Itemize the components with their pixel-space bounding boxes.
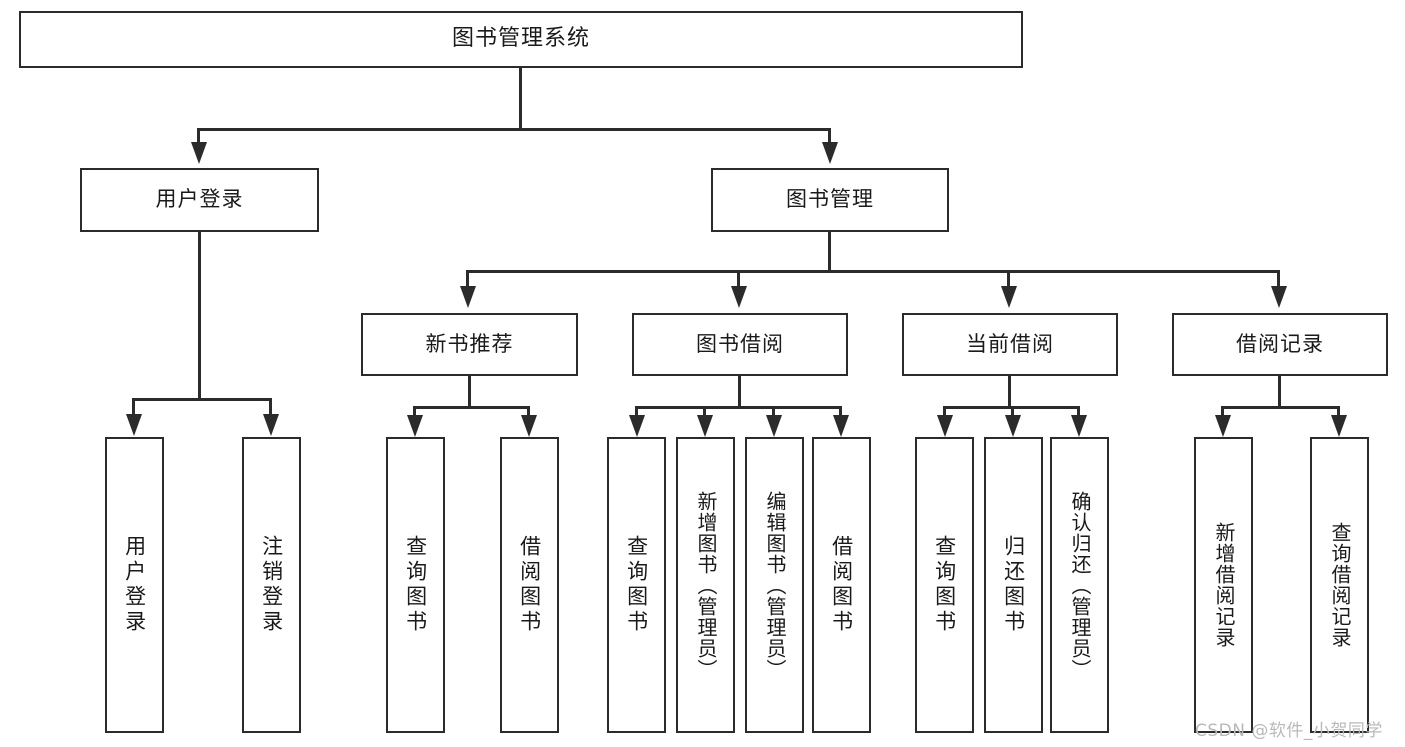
arrow-to-leaf-confirm-return — [1071, 415, 1087, 437]
arrow-to-user-login — [191, 142, 207, 164]
arrow-to-leaf-borrow-book-1 — [521, 415, 537, 437]
connector-root-bus — [197, 128, 830, 131]
arrow-to-leaf-user-login — [126, 414, 142, 436]
connector-borrow-record-stem — [1278, 376, 1281, 408]
arrow-to-book-borrow — [731, 286, 747, 308]
connector-level3-drop-2 — [737, 270, 740, 288]
node-label: 归还图书 — [1001, 535, 1026, 635]
leaf-user-login[interactable]: 用户登录 — [105, 437, 164, 733]
node-label: 编辑图书（管理员） — [763, 490, 787, 680]
node-book-management[interactable]: 图书管理 — [711, 168, 949, 232]
csdn-watermark: CSDN @软件_小贺同学 — [1195, 721, 1383, 741]
node-label: 查询借阅记录 — [1328, 522, 1352, 648]
leaf-edit-book-admin[interactable]: 编辑图书（管理员） — [745, 437, 804, 733]
node-label: 借阅记录 — [1236, 331, 1324, 356]
node-label: 新书推荐 — [425, 331, 514, 356]
connector-borrow-record-bus — [1221, 406, 1340, 409]
arrow-to-leaf-logout — [263, 414, 279, 436]
leaf-query-book-new[interactable]: 查询图书 — [386, 437, 445, 733]
leaf-return-book[interactable]: 归还图书 — [984, 437, 1043, 733]
connector-current-borrow-stem — [1008, 376, 1011, 408]
arrow-to-leaf-borrow-book-2 — [833, 415, 849, 437]
node-label: 确认归还（管理员） — [1068, 490, 1092, 680]
connector-borrow-record-drop-1 — [1221, 406, 1224, 418]
arrow-to-leaf-query-book-1 — [407, 415, 423, 437]
leaf-borrow-book-borrow[interactable]: 借阅图书 — [812, 437, 871, 733]
leaf-add-book-admin[interactable]: 新增图书（管理员） — [676, 437, 735, 733]
connector-user-login-stem — [198, 232, 201, 400]
node-label: 查询图书 — [932, 535, 957, 635]
connector-book-borrow-bus — [635, 406, 842, 409]
arrow-to-current-borrow — [1001, 286, 1017, 308]
node-root-library-system[interactable]: 图书管理系统 — [19, 11, 1023, 68]
leaf-query-book-current[interactable]: 查询图书 — [915, 437, 974, 733]
connector-new-book-drop-2 — [527, 406, 530, 418]
connector-book-borrow-drop-1 — [635, 406, 638, 418]
connector-book-borrow-drop-4 — [839, 406, 842, 418]
connector-root-stem — [519, 68, 522, 130]
node-new-book-recommend[interactable]: 新书推荐 — [361, 313, 578, 376]
connector-new-book-bus — [413, 406, 530, 409]
connector-new-book-stem — [468, 376, 471, 408]
node-label: 图书管理 — [786, 187, 874, 212]
connector-user-login-bus — [132, 398, 271, 401]
node-label: 图书管理系统 — [451, 26, 590, 52]
leaf-add-borrow-record[interactable]: 新增借阅记录 — [1194, 437, 1253, 733]
node-current-borrow[interactable]: 当前借阅 — [902, 313, 1118, 376]
leaf-logout[interactable]: 注销登录 — [242, 437, 301, 733]
leaf-borrow-book-new[interactable]: 借阅图书 — [500, 437, 559, 733]
arrow-to-leaf-edit-book — [766, 415, 782, 437]
connector-current-borrow-drop-1 — [943, 406, 946, 418]
connector-level3-drop-3 — [1007, 270, 1010, 288]
leaf-confirm-return-admin[interactable]: 确认归还（管理员） — [1050, 437, 1109, 733]
connector-book-borrow-drop-3 — [772, 406, 775, 418]
arrow-to-leaf-query-book-3 — [937, 415, 953, 437]
node-label: 用户登录 — [122, 535, 147, 635]
connector-level3-drop-4 — [1277, 270, 1280, 288]
node-label: 查询图书 — [624, 535, 649, 635]
node-label: 当前借阅 — [966, 331, 1054, 356]
node-label: 查询图书 — [403, 535, 428, 635]
arrow-to-new-book-recommend — [460, 286, 476, 308]
arrow-to-leaf-add-record — [1215, 415, 1231, 437]
arrow-to-borrow-record — [1271, 286, 1287, 308]
arrow-to-leaf-add-book — [697, 415, 713, 437]
connector-current-borrow-drop-2 — [1011, 406, 1014, 418]
node-user-login[interactable]: 用户登录 — [80, 168, 319, 232]
arrow-to-leaf-query-book-2 — [629, 415, 645, 437]
connector-level3-drop-1 — [466, 270, 469, 288]
connector-book-management-stem — [828, 232, 831, 272]
leaf-query-book-borrow[interactable]: 查询图书 — [607, 437, 666, 733]
node-label: 新增图书（管理员） — [694, 490, 718, 680]
connector-level3-bus — [466, 270, 1280, 273]
connector-new-book-drop-1 — [413, 406, 416, 418]
node-label: 借阅图书 — [517, 535, 542, 635]
arrow-to-leaf-return-book — [1005, 415, 1021, 437]
connector-book-borrow-drop-2 — [703, 406, 706, 418]
leaf-query-borrow-record[interactable]: 查询借阅记录 — [1310, 437, 1369, 733]
connector-current-borrow-drop-3 — [1077, 406, 1080, 418]
node-label: 新增借阅记录 — [1212, 522, 1236, 648]
connector-root-drop-1 — [197, 128, 200, 144]
node-label: 图书借阅 — [696, 331, 784, 356]
connector-root-drop-2 — [828, 128, 831, 144]
node-label: 借阅图书 — [829, 535, 854, 635]
arrow-to-book-management — [822, 142, 838, 164]
node-book-borrow[interactable]: 图书借阅 — [632, 313, 848, 376]
node-label: 注销登录 — [259, 535, 284, 635]
node-borrow-record[interactable]: 借阅记录 — [1172, 313, 1388, 376]
connector-user-login-drop-1 — [132, 398, 135, 416]
connector-borrow-record-drop-2 — [1337, 406, 1340, 418]
node-label: 用户登录 — [155, 187, 244, 212]
connector-book-borrow-stem — [738, 376, 741, 408]
connector-user-login-drop-2 — [269, 398, 272, 416]
arrow-to-leaf-query-record — [1331, 415, 1347, 437]
